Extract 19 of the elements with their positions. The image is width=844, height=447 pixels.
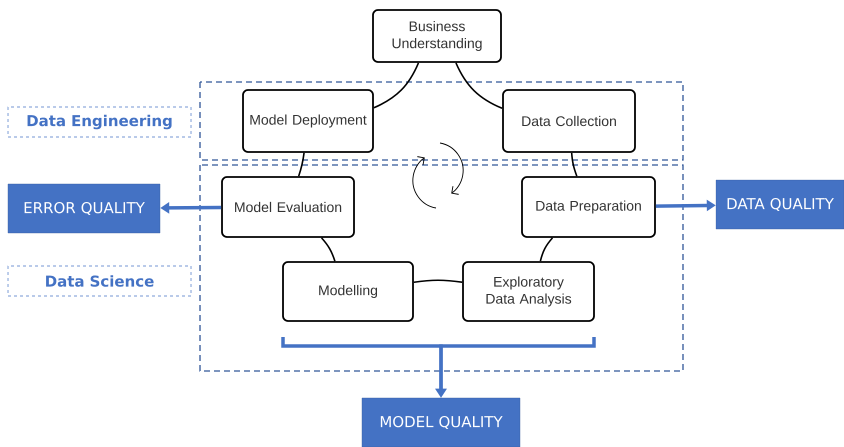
quality-box: DATA QUALITY	[716, 180, 844, 230]
connector-line	[320, 237, 336, 262]
connector-line	[540, 237, 554, 262]
connector-line	[298, 152, 305, 176]
quality-box: ERROR QUALITY	[8, 184, 160, 234]
process-box: Model Deployment	[242, 89, 374, 153]
section-label: Data Science	[8, 266, 192, 296]
process-box: Business Understanding	[372, 9, 502, 63]
section-label: Data Engineering	[8, 106, 192, 138]
process-box: Modelling	[282, 261, 414, 322]
connector-line	[570, 152, 578, 176]
process-box: Exploratory Data Analysis	[462, 261, 595, 322]
quality-box: MODEL QUALITY	[362, 398, 520, 447]
connector-line	[374, 62, 420, 108]
connector-line	[455, 62, 502, 110]
process-box: Data Collection	[502, 89, 636, 153]
connector-line	[414, 279, 462, 284]
process-box: Model Evaluation	[221, 176, 355, 238]
process-box: Data Preparation	[521, 176, 656, 238]
